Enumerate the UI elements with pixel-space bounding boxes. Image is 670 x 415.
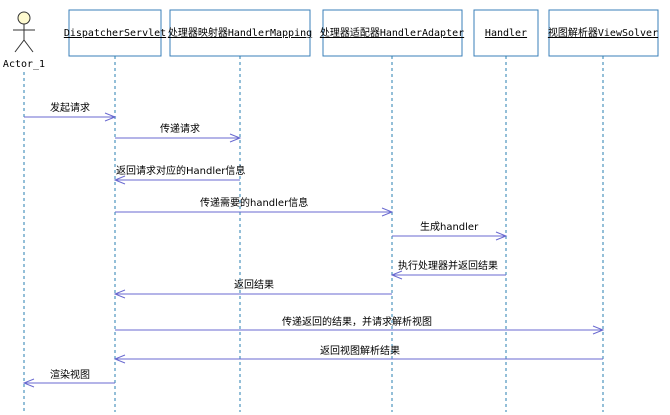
- message-9: 返回视图解析结果: [113, 344, 603, 364]
- message-1: 发起请求: [24, 101, 117, 122]
- message-3: 返回请求对应的Handler信息: [113, 164, 245, 185]
- participant-handler-label: Handler: [485, 28, 527, 39]
- participant-resolver: 视图解析器ViewSolver: [548, 9, 659, 57]
- participant-dispatcher: DispatcherServlet: [64, 9, 166, 57]
- message-5: 生成handler: [392, 220, 508, 241]
- message-label: 发起请求: [50, 101, 90, 114]
- actor-figure: [13, 11, 35, 53]
- message-label: 生成handler: [420, 220, 479, 233]
- message-label: 传递需要的handler信息: [200, 196, 308, 209]
- message-2: 传递请求: [115, 122, 242, 143]
- message-label: 传递请求: [160, 122, 200, 135]
- participant-mapping-label: 处理器映射器HandlerMapping: [168, 27, 312, 39]
- participant-handler: Handler: [473, 9, 539, 57]
- message-10: 渲染视图: [22, 368, 115, 388]
- message-label: 返回请求对应的Handler信息: [116, 164, 245, 177]
- message-label: 执行处理器并返回结果: [398, 259, 498, 272]
- participant-adapter-label: 处理器适配器HandlerAdapter: [320, 27, 464, 39]
- message-label: 返回视图解析结果: [320, 344, 400, 357]
- actor-name: Actor_1: [3, 59, 45, 70]
- message-label: 传递返回的结果，并请求解析视图: [282, 315, 432, 328]
- message-6: 执行处理器并返回结果: [390, 259, 506, 280]
- message-label: 返回结果: [234, 278, 274, 291]
- message-7: 返回结果: [113, 278, 392, 299]
- participant-mapping: 处理器映射器HandlerMapping: [168, 9, 312, 57]
- participant-dispatcher-label: DispatcherServlet: [64, 28, 166, 39]
- participant-adapter: 处理器适配器HandlerAdapter: [320, 9, 464, 57]
- message-label: 渲染视图: [50, 368, 90, 381]
- participant-resolver-label: 视图解析器ViewSolver: [548, 26, 658, 39]
- message-4: 传递需要的handler信息: [115, 196, 394, 217]
- message-8: 传递返回的结果，并请求解析视图: [115, 315, 605, 335]
